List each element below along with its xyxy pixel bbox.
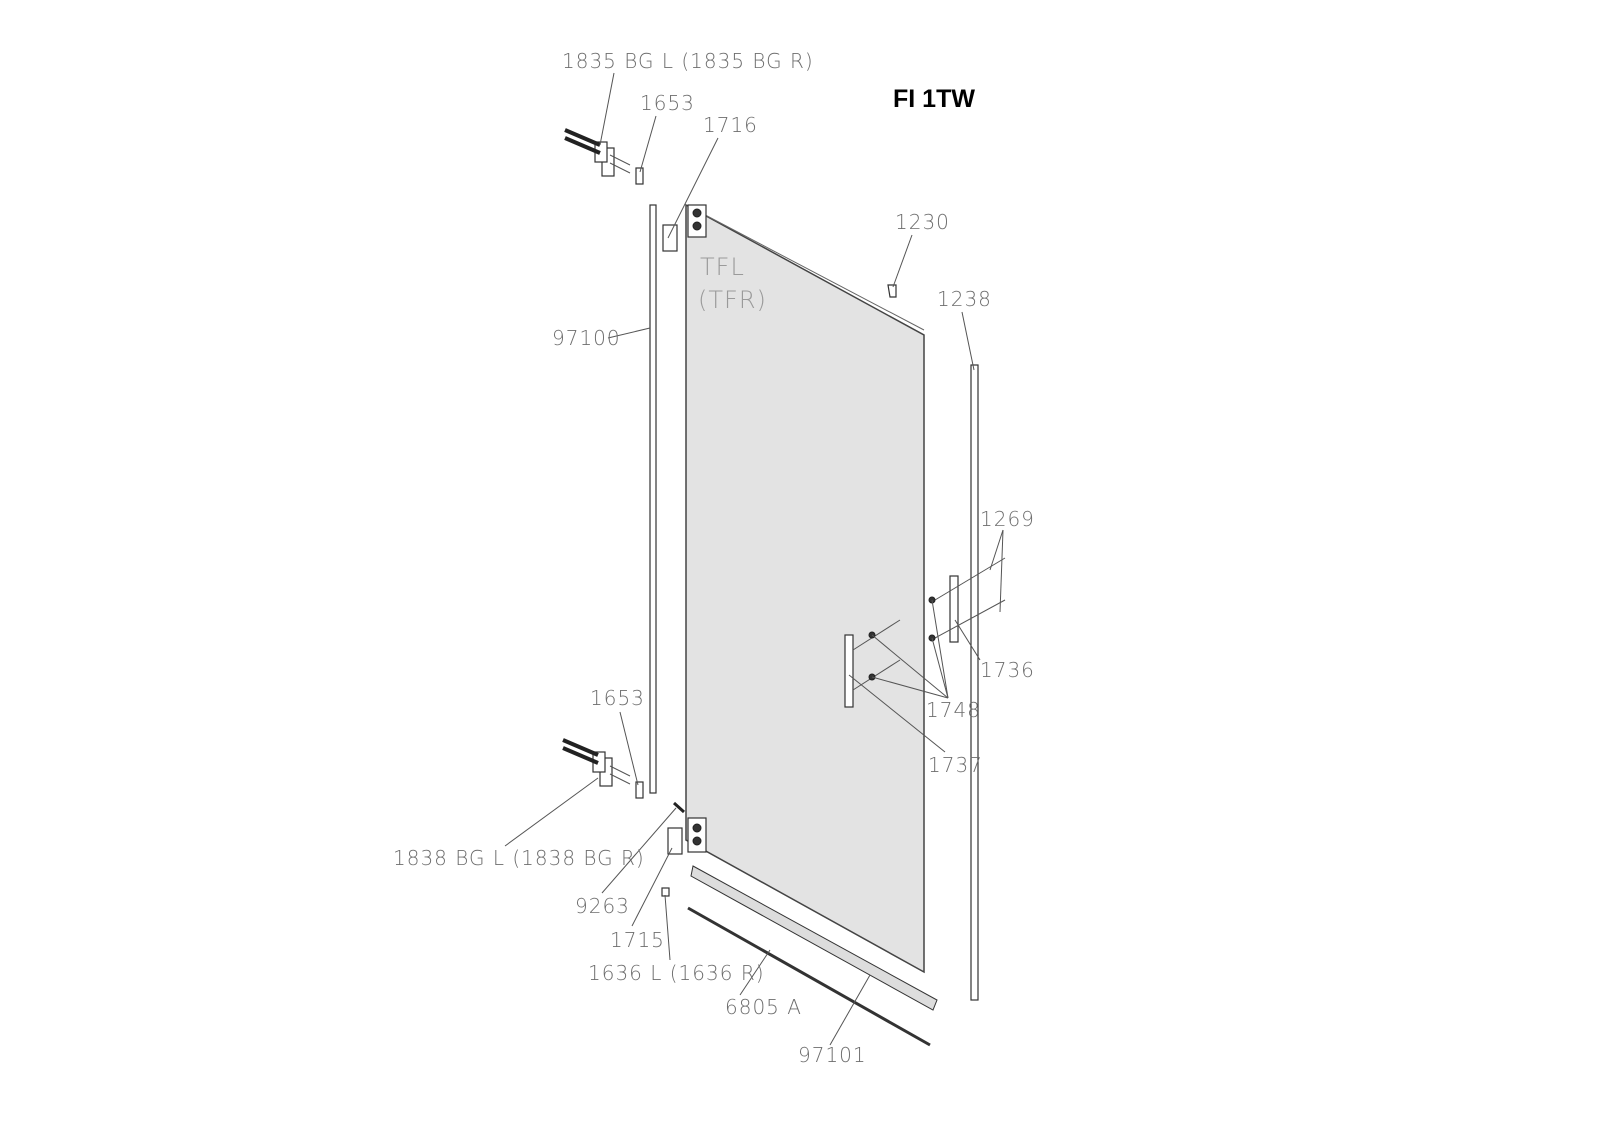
clip [887, 284, 897, 298]
label-cover-top: 1716 [703, 113, 758, 137]
leader-lines [504, 72, 1004, 1046]
wall-profile-left [649, 204, 657, 794]
label-hinge-bottom: 1838 BG L (1838 BG R) [393, 846, 645, 870]
seal-strip [687, 906, 931, 1047]
wall-profile-right [970, 364, 979, 1001]
label-cap-top: 1653 [640, 91, 695, 115]
label-hinge-top: 1835 BG L (1835 BG R) [562, 49, 814, 73]
stopper [661, 887, 670, 897]
label-wall-profile-left: 97100 [552, 326, 621, 350]
label-bottom-profile: 97101 [798, 1043, 867, 1067]
glass-hinge-bottom [687, 817, 707, 853]
panel-label-alt: (TFR) [698, 286, 767, 314]
label-handle-inner: 1737 [928, 753, 983, 777]
handle-outer [928, 557, 1006, 643]
glass-panel [685, 203, 925, 974]
wall-hinge-top [564, 128, 644, 185]
label-cap-bottom: 1653 [590, 686, 645, 710]
cover-bottom [667, 827, 683, 855]
bottom-profile [690, 865, 938, 1011]
panel-label: TFL [700, 253, 745, 281]
label-pin: 9263 [575, 894, 630, 918]
label-handle-outer: 1736 [980, 658, 1035, 682]
handle-inner [844, 619, 901, 708]
label-clip: 1230 [895, 210, 950, 234]
cover-top [662, 224, 678, 252]
label-stopper: 1636 L (1636 R) [588, 961, 765, 985]
label-seal-strip: 6805 A [725, 995, 802, 1019]
wall-hinge-bottom [562, 738, 644, 799]
glass-hinge-top [687, 204, 707, 238]
label-cover-bottom: 1715 [610, 928, 665, 952]
label-wall-profile-right: 1238 [937, 287, 992, 311]
label-washers: 1748 [926, 698, 981, 722]
label-screws: 1269 [980, 507, 1035, 531]
diagram-title: FI 1TW [893, 85, 975, 113]
pin [672, 801, 686, 814]
